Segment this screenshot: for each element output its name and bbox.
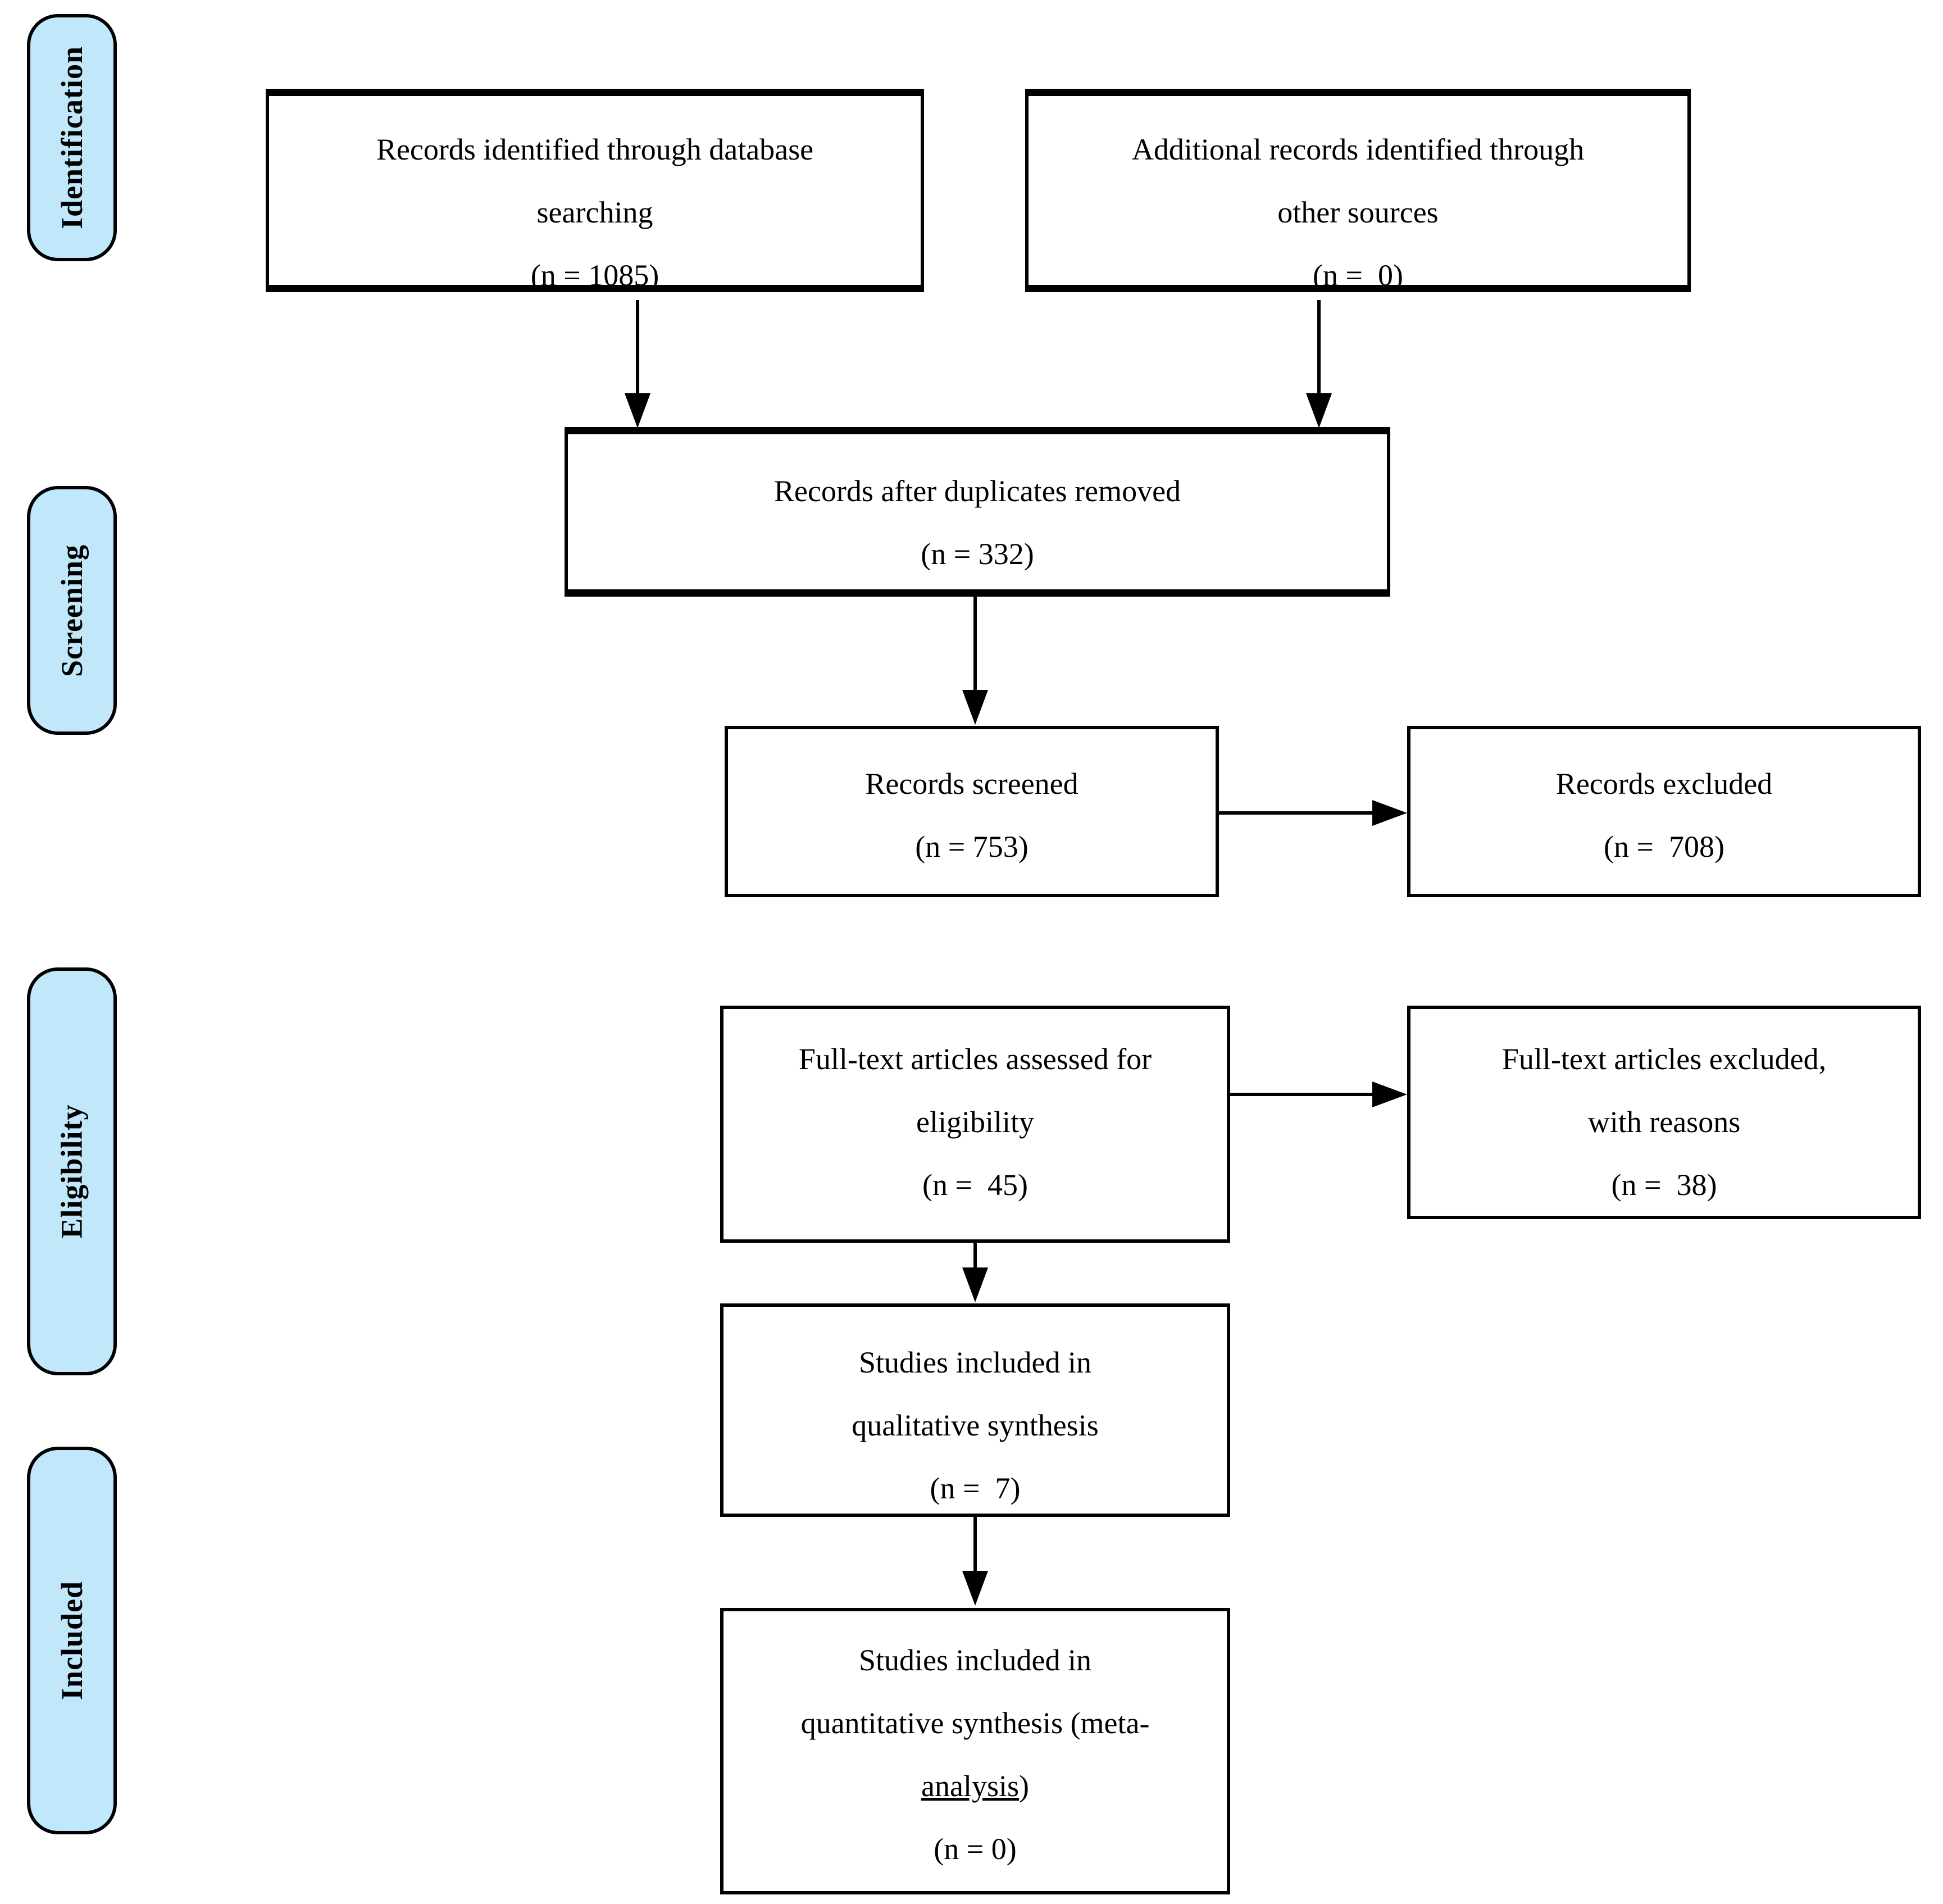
box-text-line: quantitative synthesis (meta-: [800, 1706, 1150, 1740]
box-text-line: searching: [536, 196, 653, 229]
flow-box-records-identified: Records identified through database sear…: [266, 89, 924, 292]
box-text-line: Full-text articles excluded,: [1501, 1042, 1827, 1076]
stage-pill-identification: Identification: [27, 14, 117, 261]
arrow-head-assessed-to-excluded: [1372, 1081, 1407, 1107]
stage-label-identification: Identification: [55, 46, 89, 230]
flow-box-records-screened: Records screened (n = 753): [725, 726, 1219, 897]
box-count-line: (n = 45): [922, 1168, 1028, 1202]
stage-pill-eligibility: Eligibility: [27, 967, 117, 1375]
flow-box-records-excluded: Records excluded (n = 708): [1407, 726, 1921, 897]
arrow-line-additional-to-duplicates: [1317, 300, 1321, 396]
box-text-line: Records after duplicates removed: [773, 474, 1181, 508]
box-text-line: qualitative synthesis: [852, 1408, 1099, 1442]
arrow-line-assessed-to-qualitative: [973, 1243, 977, 1270]
flow-box-fulltext-excluded: Full-text articles excluded, with reason…: [1407, 1006, 1921, 1219]
stage-label-eligibility: Eligibility: [55, 1104, 89, 1239]
arrow-head-duplicates-to-screened: [962, 690, 988, 725]
box-text-line: Records screened: [865, 767, 1079, 801]
flow-box-fulltext-assessed: Full-text articles assessed for eligibil…: [720, 1006, 1230, 1243]
arrow-line-duplicates-to-screened: [973, 597, 977, 692]
arrow-line-identified-to-duplicates: [636, 300, 639, 396]
box-text-line: eligibility: [916, 1105, 1034, 1139]
underlined-word: analysis: [921, 1769, 1019, 1803]
arrow-head-screened-to-excluded: [1372, 800, 1407, 826]
underline-suffix: ): [1019, 1769, 1029, 1803]
stage-pill-screening: Screening: [27, 486, 117, 735]
flow-box-qualitative-synthesis: Studies included in qualitative synthesi…: [720, 1303, 1230, 1517]
box-count-line: (n = 1085): [530, 258, 659, 292]
box-text-line: Records excluded: [1555, 767, 1773, 801]
box-count-line: (n = 7): [930, 1471, 1021, 1505]
arrow-line-qualitative-to-quantitative: [973, 1517, 977, 1573]
arrow-line-assessed-to-excluded: [1230, 1093, 1375, 1096]
flow-box-after-duplicates: Records after duplicates removed (n = 33…: [565, 427, 1390, 597]
box-text-line: with reasons: [1587, 1105, 1741, 1139]
box-text-line-underlined: analysis): [723, 1755, 1227, 1817]
box-count-line: (n = 753): [915, 830, 1029, 864]
box-count-line: (n = 708): [1604, 830, 1724, 864]
arrow-head-identified-to-duplicates: [625, 393, 650, 428]
arrow-head-qualitative-to-quantitative: [962, 1571, 988, 1606]
arrow-head-assessed-to-qualitative: [962, 1267, 988, 1302]
box-text-line: Studies included in: [859, 1346, 1091, 1379]
box-count-line: (n = 332): [921, 537, 1034, 571]
box-text-line: Records identified through database: [376, 133, 814, 166]
arrow-line-screened-to-excluded: [1219, 811, 1375, 815]
arrow-head-additional-to-duplicates: [1306, 393, 1332, 428]
box-text-line: Full-text articles assessed for: [798, 1042, 1152, 1076]
box-count-line: (n = 38): [1611, 1168, 1717, 1202]
box-text-line: Studies included in: [859, 1643, 1091, 1677]
box-text-line: other sources: [1277, 196, 1439, 229]
flow-box-additional-records: Additional records identified through ot…: [1025, 89, 1691, 292]
box-count-line: (n = 0): [934, 1832, 1017, 1866]
stage-label-screening: Screening: [55, 544, 89, 677]
box-count-line: (n = 0): [1313, 258, 1403, 292]
flow-box-quantitative-synthesis: Studies included in quantitative synthes…: [720, 1608, 1230, 1894]
stage-label-included: Included: [55, 1580, 89, 1701]
box-text-line: Additional records identified through: [1131, 133, 1585, 166]
stage-pill-included: Included: [27, 1447, 117, 1834]
